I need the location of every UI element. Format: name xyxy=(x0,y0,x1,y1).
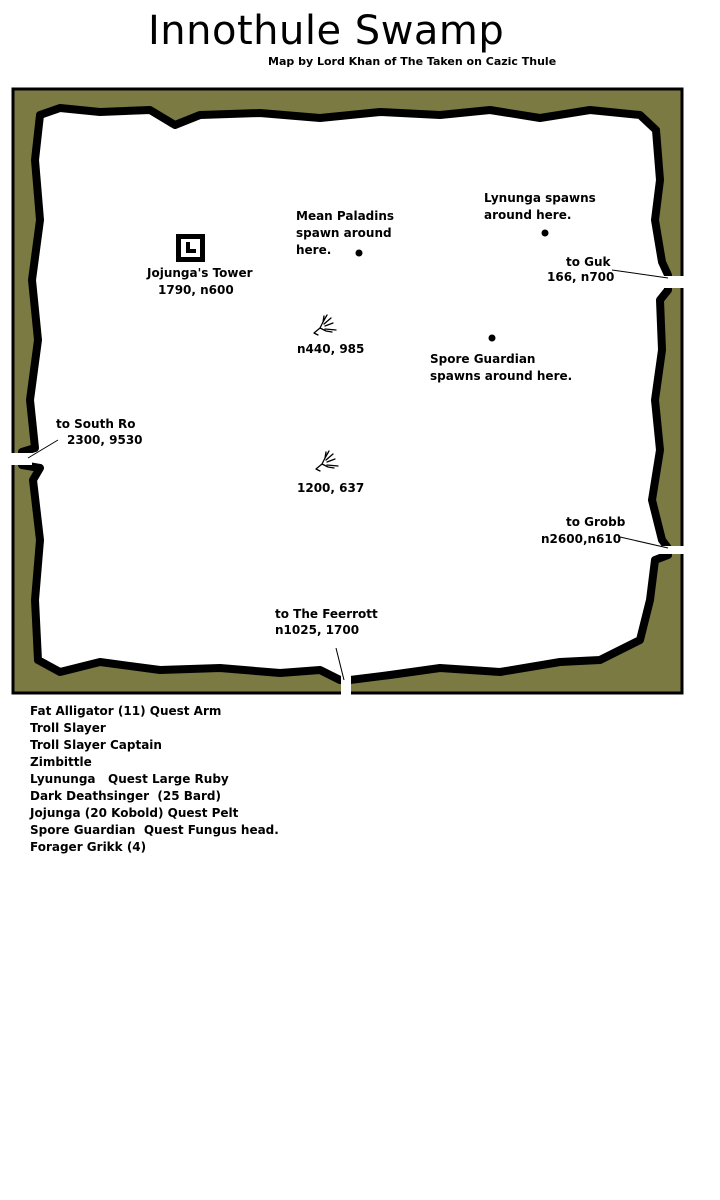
label-mean-paladins: Mean Paladins spawn around here. xyxy=(296,209,395,257)
label-to-guk: to Guk xyxy=(566,255,611,269)
pointer-feerrott xyxy=(335,647,345,681)
spawn-dot-lynunga xyxy=(541,229,549,237)
label-to-south-ro: to South Ro xyxy=(56,417,136,431)
pointer-south-ro xyxy=(27,439,59,459)
pointer-guk xyxy=(611,269,669,279)
label-to-guk-coords: 166, n700 xyxy=(547,270,615,284)
label-lynunga: Lynunga spawns around here. xyxy=(484,191,596,222)
hand-icon xyxy=(315,450,339,472)
list-item: Fat Alligator (11) Quest Arm xyxy=(30,704,222,718)
label-spore-guardian: Spore Guardian spawns around here. xyxy=(430,352,573,383)
spawn-dot-paladins xyxy=(355,249,363,257)
list-item: Dark Deathsinger (25 Bard) xyxy=(30,789,222,803)
exit-guk xyxy=(658,276,688,288)
exit-grobb xyxy=(658,546,688,554)
list-item: Spore Guardian Quest Fungus head. xyxy=(30,823,279,837)
exit-south-ro xyxy=(8,453,32,465)
tower-icon xyxy=(176,234,205,262)
list-item: Zimbittle xyxy=(30,755,92,769)
label-hand1-coords: n440, 985 xyxy=(297,342,365,356)
label-to-south-ro-coords: 2300, 9530 xyxy=(67,433,143,447)
hand-icon xyxy=(313,314,337,336)
exit-feerrott xyxy=(341,672,351,697)
list-item: Jojunga (20 Kobold) Quest Pelt xyxy=(30,806,239,820)
map-subtitle: Map by Lord Khan of The Taken on Cazic T… xyxy=(268,55,557,68)
list-item: Troll Slayer xyxy=(30,721,106,735)
label-hand2-coords: 1200, 637 xyxy=(297,481,365,495)
list-item: Forager Grikk (4) xyxy=(30,840,147,854)
label-to-grobb: to Grobb xyxy=(566,515,626,529)
map-title: Innothule Swamp xyxy=(148,8,505,54)
pointer-grobb xyxy=(619,536,669,549)
list-item: Troll Slayer Captain xyxy=(30,738,162,752)
label-to-grobb-coords: n2600,n610 xyxy=(541,532,622,546)
list-item: Lyununga Quest Large Ruby xyxy=(30,772,229,786)
label-jojunga-tower: Jojunga's Tower xyxy=(147,266,253,280)
swamp-map xyxy=(8,87,688,697)
spawn-dot-spore-guardian xyxy=(488,334,496,342)
mob-list: Fat Alligator (11) Quest Arm Troll Slaye… xyxy=(30,703,279,856)
label-jojunga-coords: 1790, n600 xyxy=(158,283,234,297)
label-to-feerrott-coords: n1025, 1700 xyxy=(275,623,360,637)
label-to-feerrott: to The Feerrott xyxy=(275,607,378,621)
